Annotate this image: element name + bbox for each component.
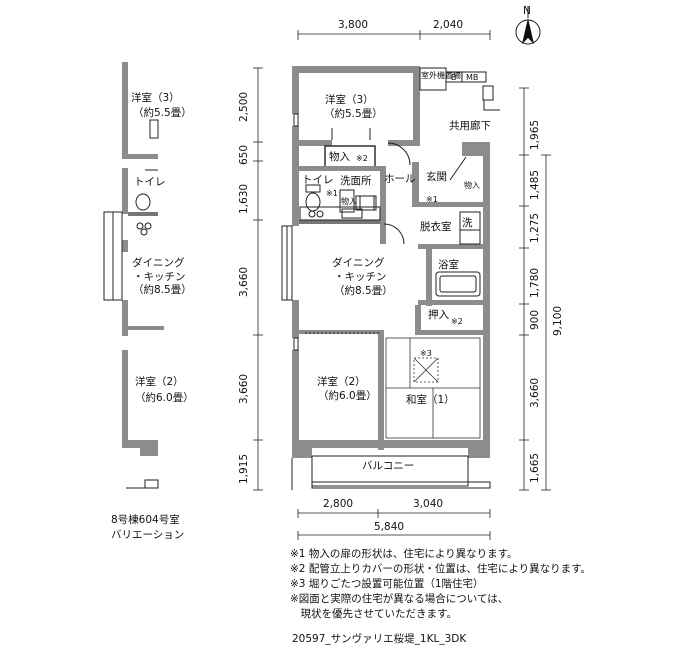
north-compass-icon — [515, 6, 541, 45]
variant-dining-name1: ダイニング — [132, 256, 185, 269]
variant-plan-walls — [103, 62, 164, 489]
dim-right-4: 1,780 — [529, 268, 541, 298]
variant-western3-size: （約5.5畳） — [133, 106, 192, 119]
dim-left-3: 1,630 — [238, 184, 250, 214]
door-swings — [305, 128, 467, 334]
variant-western3-name: 洋室（3） — [131, 91, 180, 104]
meter-box2-label: B — [451, 73, 457, 82]
room-oshiire-mark: ※2 — [451, 317, 463, 326]
dim-right-6: 3,660 — [529, 378, 541, 408]
washroom-fixtures — [339, 189, 375, 213]
room-entrance-storage-name: 物入 — [464, 180, 480, 190]
dim-right-7: 1,665 — [529, 453, 541, 483]
variant-western2-size: （約6.0畳） — [135, 391, 194, 404]
variant-western2-name: 洋室（2） — [135, 375, 184, 388]
dim-bottom-1: 2,800 — [323, 498, 353, 510]
variant-caption-line1: 8号棟604号室 — [111, 513, 180, 526]
dim-top-2: 2,040 — [433, 19, 463, 31]
room-dressing-name: 脱衣室 — [420, 220, 452, 233]
room-washitsu-name: 和室（1） — [406, 393, 455, 406]
top-dimension-line — [297, 30, 491, 40]
meter-boxes — [419, 67, 500, 111]
room-toilet-name: トイレ — [302, 174, 334, 186]
balcony-outline — [291, 455, 491, 490]
room-washitsu-mark: ※3 — [420, 349, 432, 358]
note-4: ※図面と実際の住宅が異なる場合については、 — [290, 592, 508, 605]
meter-box3-label: MB — [466, 73, 478, 82]
dim-top-1: 3,800 — [338, 19, 368, 31]
dim-left-4: 3,660 — [238, 267, 250, 297]
variant-fixtures — [135, 193, 152, 236]
room-wash-mark: 洗 — [462, 217, 473, 229]
note-5: 現状を優先させていただきます。 — [290, 607, 457, 620]
dim-left-6: 1,915 — [238, 454, 250, 484]
room-storage1-mark: ※2 — [356, 154, 368, 163]
room-storage-small-mark: ※1 — [326, 189, 338, 198]
dim-left-1: 2,500 — [238, 92, 250, 122]
variant-dining-name2: ・キッチン — [133, 271, 186, 283]
room-bath-name: 浴室 — [438, 258, 459, 271]
room-storage-small-name: 物入 — [341, 196, 357, 206]
left-windows — [281, 113, 299, 351]
room-storage1-name: 物入 — [329, 150, 350, 163]
room-western3-name: 洋室（3） — [325, 93, 374, 106]
room-dining-size: （約8.5畳） — [334, 284, 393, 297]
note-2: ※2 配管立上りカバーの形状・位置は、住宅により異なります。 — [290, 562, 591, 575]
variant-dining-size: （約8.5畳） — [133, 283, 192, 296]
room-entrance-mark: ※1 — [426, 195, 438, 204]
footer-code: 20597_サンヴァリエ桜堤_1KL_3DK — [292, 632, 467, 645]
toilet-fixture-icon — [305, 184, 321, 212]
variant-toilet-name: トイレ — [134, 176, 166, 188]
dim-right-2: 1,485 — [529, 170, 541, 200]
dim-right-total: 9,100 — [552, 306, 564, 336]
room-western2-size: （約6.0畳） — [318, 389, 377, 402]
meter-box1-label: 室外機置場 — [421, 70, 461, 80]
room-western2-name: 洋室（2） — [317, 375, 366, 388]
dim-right-3: 1,275 — [529, 213, 541, 243]
dim-right-1: 1,965 — [529, 120, 541, 150]
room-dining-name2: ・キッチン — [334, 271, 387, 283]
note-1: ※1 物入の扉の形状は、住宅により異なります。 — [290, 547, 518, 560]
corridor-pillar — [462, 142, 490, 156]
dim-right-5: 900 — [529, 310, 541, 330]
room-oshiire-name: 押入 — [428, 308, 449, 321]
variant-caption-line2: バリエーション — [111, 529, 184, 541]
room-entrance-name: 玄関 — [426, 170, 447, 183]
room-washroom-name: 洗面所 — [340, 175, 372, 187]
room-hall-name: ホール — [384, 173, 416, 185]
bottom-dimension-lines — [297, 509, 491, 540]
room-dining-name1: ダイニング — [332, 256, 385, 269]
dim-bottom-2: 3,040 — [413, 498, 443, 510]
room-corridor-name: 共用廊下 — [449, 119, 491, 132]
dim-left-5: 3,660 — [238, 374, 250, 404]
bathtub-icon — [435, 271, 481, 297]
drain-pan-icon — [459, 229, 481, 245]
note-3: ※3 堀りごたつ設置可能位置（1階住宅） — [290, 577, 484, 590]
dim-bottom-total: 5,840 — [374, 521, 404, 533]
left-dimension-line — [253, 67, 263, 491]
room-western3-size: （約5.5畳） — [324, 107, 383, 120]
compass-label: N — [523, 5, 531, 17]
dim-left-2: 650 — [238, 145, 250, 165]
room-balcony-name: バルコニー — [362, 460, 414, 472]
tatami-mats — [385, 337, 481, 439]
right-dimension-lines — [519, 87, 551, 491]
